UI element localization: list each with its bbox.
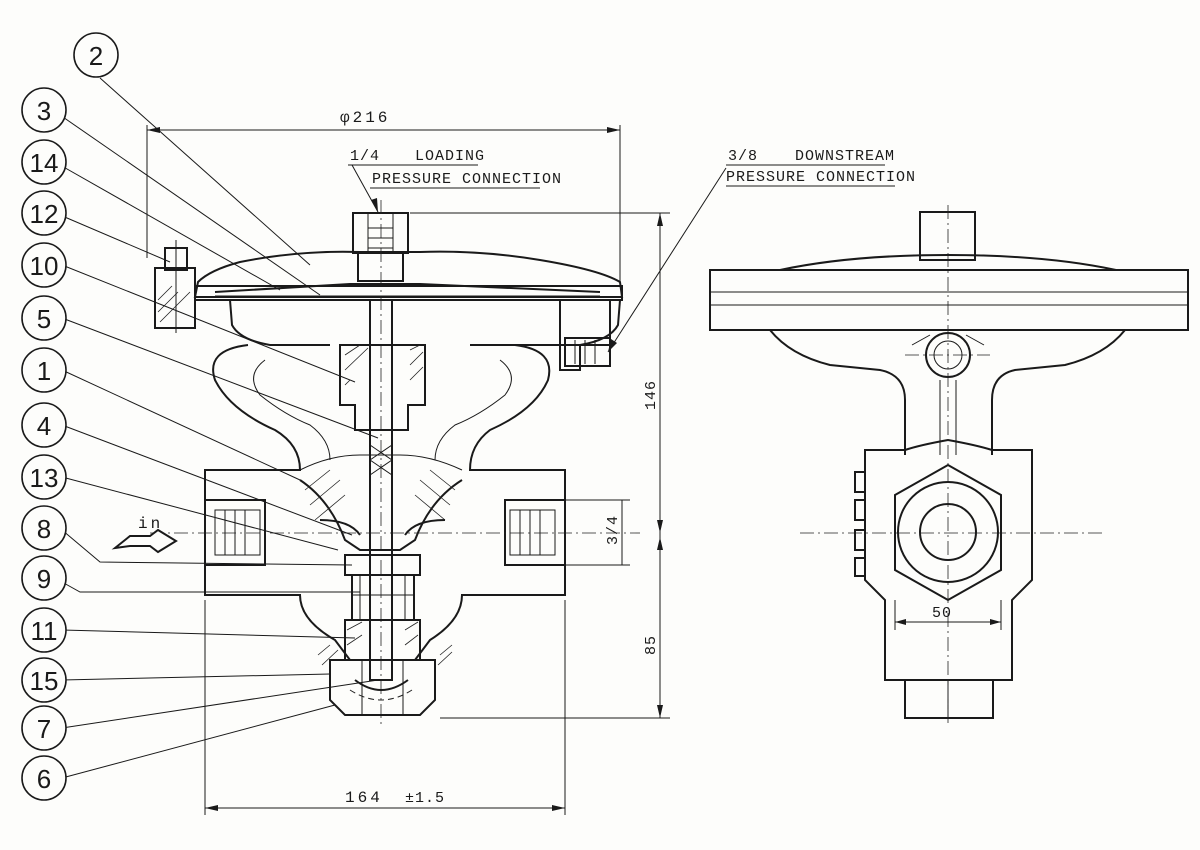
balloon-2: 2: [73, 32, 119, 78]
svg-text:9: 9: [37, 564, 51, 594]
front-dimensions: φ216 146 85 3/4 164 ±1.5: [146, 109, 670, 815]
balloon-7: 7: [21, 705, 67, 751]
svg-text:7: 7: [37, 714, 51, 744]
svg-text:14: 14: [30, 148, 59, 178]
svg-text:5: 5: [37, 304, 51, 334]
balloon-15: 15: [21, 657, 67, 703]
balloon-14: 14: [21, 139, 67, 185]
svg-text:13: 13: [30, 463, 59, 493]
svg-text:15: 15: [30, 666, 59, 696]
dim-body-length-tolerance: ±1.5: [405, 790, 445, 807]
balloon-1: 1: [21, 347, 67, 393]
balloon-12: 12: [21, 190, 67, 236]
svg-text:12: 12: [30, 199, 59, 229]
balloon-6: 6: [21, 755, 67, 801]
balloon-9: 9: [21, 555, 67, 601]
svg-text:11: 11: [31, 616, 58, 646]
dim-height-lower: 85: [643, 635, 660, 655]
part-balloons: 2 3 14 12 10 5 1 4 13 8 9 11 15 7 6: [21, 32, 379, 801]
balloon-5: 5: [21, 295, 67, 341]
dim-height-upper: 146: [643, 380, 660, 410]
balloon-3: 3: [21, 87, 67, 133]
flow-indicator: in: [111, 515, 178, 554]
downstream-label: DOWNSTREAM: [795, 148, 895, 165]
downstream-label2: PRESSURE CONNECTION: [726, 169, 916, 186]
dim-diaphragm-diameter: φ216: [340, 109, 390, 127]
balloon-11: 11: [21, 607, 67, 653]
svg-text:10: 10: [30, 251, 59, 281]
svg-text:2: 2: [89, 41, 103, 71]
svg-text:6: 6: [37, 764, 51, 794]
balloon-10: 10: [21, 242, 67, 288]
dim-body-length: 164: [345, 789, 383, 807]
dim-port-size: 3/4: [605, 515, 622, 545]
side-view: 50: [709, 205, 1189, 725]
loading-size: 1/4: [350, 148, 380, 165]
dim-side-width: 50: [932, 605, 952, 622]
balloon-13: 13: [21, 454, 67, 500]
svg-text:8: 8: [37, 514, 51, 544]
flow-label: in: [138, 515, 163, 533]
svg-text:4: 4: [37, 411, 51, 441]
front-section-view: [150, 200, 640, 725]
svg-text:3: 3: [37, 96, 51, 126]
balloon-4: 4: [21, 402, 67, 448]
downstream-size: 3/8: [728, 148, 758, 165]
balloon-8: 8: [21, 505, 67, 551]
connection-notes: 1/4 LOADING PRESSURE CONNECTION 3/8 DOWN…: [348, 148, 916, 353]
loading-label2: PRESSURE CONNECTION: [372, 171, 562, 188]
loading-label: LOADING: [415, 148, 485, 165]
svg-text:1: 1: [37, 356, 51, 386]
